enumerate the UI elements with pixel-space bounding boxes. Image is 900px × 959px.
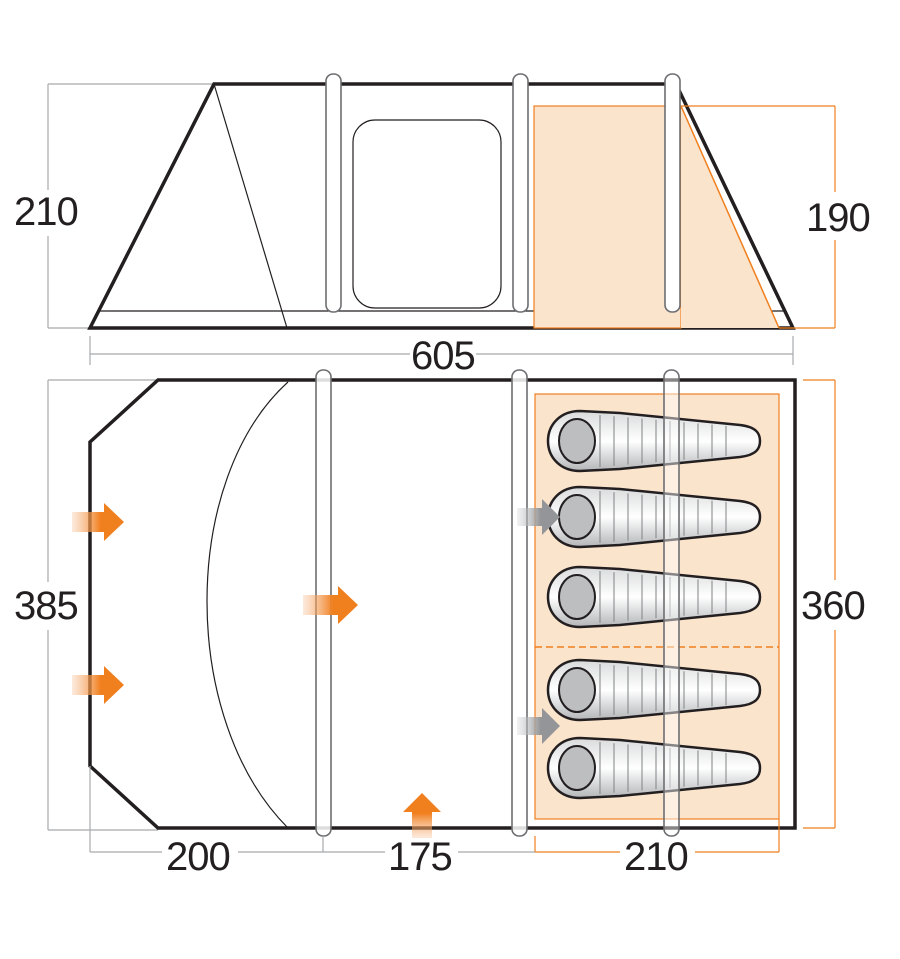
door-arrows: [72, 499, 560, 838]
side-view: [47, 73, 836, 365]
entrance-arrow-icon: [72, 503, 124, 541]
bedroom-width-dimension: [803, 379, 836, 829]
side-window: [352, 119, 502, 309]
overall-length-label: 605: [411, 334, 476, 378]
porch-divider-curve: [206, 381, 289, 829]
porch-panel-line: [213, 83, 288, 329]
bedroom-depth-label: 210: [624, 835, 689, 879]
floor-depth-dimensions: [89, 766, 780, 853]
side-height-dimension: [47, 83, 214, 329]
sleeping-bag-icon: [546, 409, 762, 473]
porch-depth-label: 200: [166, 835, 231, 879]
living-depth-label: 175: [388, 835, 453, 879]
bedroom-height-label: 190: [806, 196, 871, 240]
inner-door-arrow-icon: [517, 708, 560, 744]
entrance-arrow-icon: [403, 793, 441, 838]
sleeping-bag-icon: [546, 658, 762, 722]
bedroom-width-label: 360: [801, 584, 866, 628]
inner-door-arrow-icon: [517, 499, 560, 535]
side-height-label: 210: [14, 190, 79, 234]
sleeping-bag-icon: [546, 736, 762, 800]
sleeping-bags: [546, 409, 762, 800]
sleeping-bag-icon: [546, 565, 762, 629]
entrance-arrow-icon: [72, 666, 124, 704]
entrance-arrow-icon: [303, 586, 358, 624]
side-air-beams: [325, 73, 681, 313]
floor-width-dimension: [47, 379, 158, 831]
side-length-dimension: [89, 336, 794, 365]
side-bedroom-area: [533, 105, 836, 329]
floor-width-label: 385: [14, 584, 79, 628]
floor-plan: [47, 369, 836, 853]
